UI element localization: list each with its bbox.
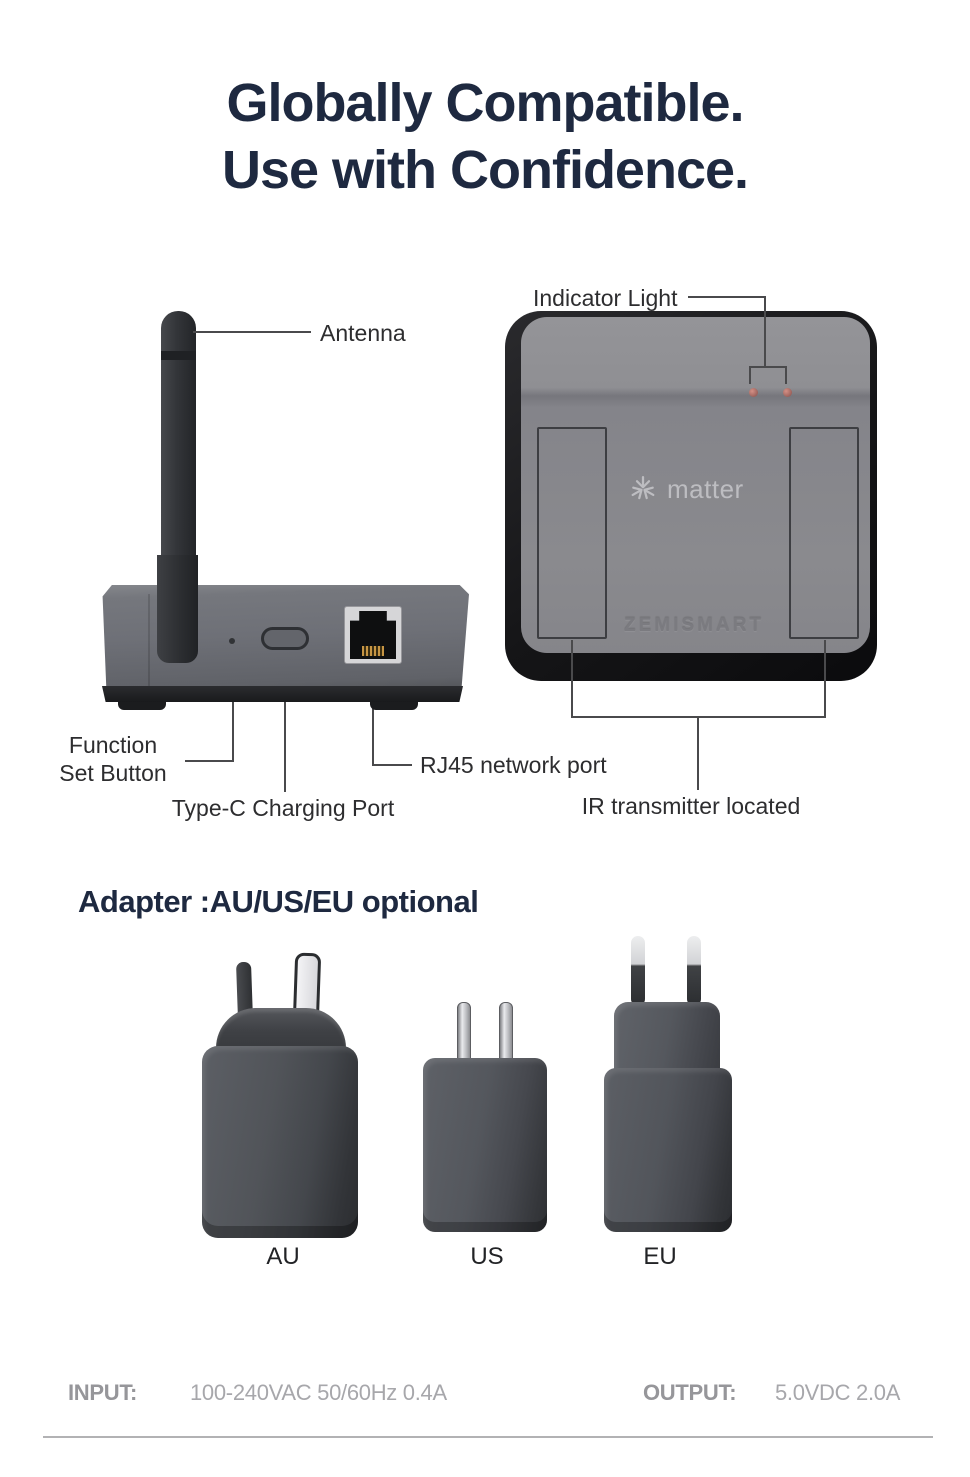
eu-pin-left — [631, 936, 645, 1006]
adapter-label-eu: EU — [643, 1243, 677, 1270]
us-blade-left — [457, 1002, 471, 1064]
antenna-callout-label: Antenna — [320, 320, 406, 346]
ir-window-left — [537, 427, 607, 639]
indicator-callout-drop-2 — [785, 366, 787, 384]
page-title-line1: Globally Compatible. — [226, 73, 744, 133]
matter-logo-text: matter — [667, 473, 744, 504]
indicator-led-1 — [749, 388, 758, 397]
type-c-callout-line — [284, 692, 286, 792]
function-button-label-line1: Function — [68, 732, 158, 758]
adapter-section-heading: Adapter :AU/US/EU optional — [78, 884, 479, 919]
type-c-port — [261, 627, 309, 650]
input-label: INPUT: — [68, 1380, 138, 1405]
matter-icon — [631, 476, 655, 500]
type-c-callout-label: Type-C Charging Port — [171, 795, 395, 821]
page-title-line2: Use with Confidence. — [221, 140, 749, 200]
embossed-brand-text: ZEMISMART — [624, 615, 764, 636]
ir-callout-line-right — [824, 640, 826, 718]
antenna-ring — [161, 351, 196, 360]
rj45-port-pins — [362, 646, 384, 656]
bottom-divider — [43, 1436, 933, 1438]
function-button-callout-line-h — [185, 760, 234, 762]
rj45-callout-line-h — [372, 764, 412, 766]
output-value: 5.0VDC 2.0A — [775, 1380, 901, 1405]
matter-logo: matter — [628, 472, 744, 506]
us-body — [423, 1058, 547, 1232]
us-blade-right — [499, 1002, 513, 1064]
input-value: 100-240VAC 50/60Hz 0.4A — [190, 1380, 447, 1405]
function-button-callout-label: Function Set Button — [54, 731, 172, 787]
eu-pin-right — [687, 936, 701, 1006]
hub-foot-left — [118, 700, 166, 710]
indicator-callout-line-h — [688, 296, 766, 298]
au-body — [202, 1046, 358, 1238]
function-set-button — [229, 638, 235, 644]
hub-rear-base — [102, 686, 463, 702]
ir-callout-label: IR transmitter located — [581, 793, 801, 819]
ir-callout-line-left — [571, 640, 573, 718]
adapter-label-au: AU — [266, 1243, 300, 1270]
indicator-callout-drop-1 — [749, 366, 751, 384]
indicator-led-2 — [783, 388, 792, 397]
page-title: Globally Compatible. Use with Confidence… — [0, 70, 970, 204]
eu-top-section — [614, 1002, 720, 1074]
adapter-label-us: US — [470, 1243, 504, 1270]
eu-body — [604, 1068, 732, 1232]
rj45-callout-label: RJ45 network port — [420, 752, 607, 778]
function-button-callout-line-v — [232, 692, 234, 762]
output-label: OUTPUT: — [643, 1380, 737, 1405]
ir-window-right — [789, 427, 859, 639]
hub-top-face — [521, 317, 870, 653]
hub-rear-crease — [148, 594, 150, 686]
indicator-callout-label: Indicator Light — [533, 285, 678, 311]
indicator-callout-bracket — [749, 366, 787, 368]
antenna-callout-line — [193, 331, 311, 333]
function-button-label-line2: Set Button — [59, 760, 167, 786]
rj45-callout-line-v — [372, 692, 374, 766]
antenna-base — [157, 555, 198, 663]
hub-foot-right — [370, 700, 418, 710]
ir-callout-line-center — [697, 716, 699, 790]
indicator-callout-line-v — [764, 296, 766, 368]
